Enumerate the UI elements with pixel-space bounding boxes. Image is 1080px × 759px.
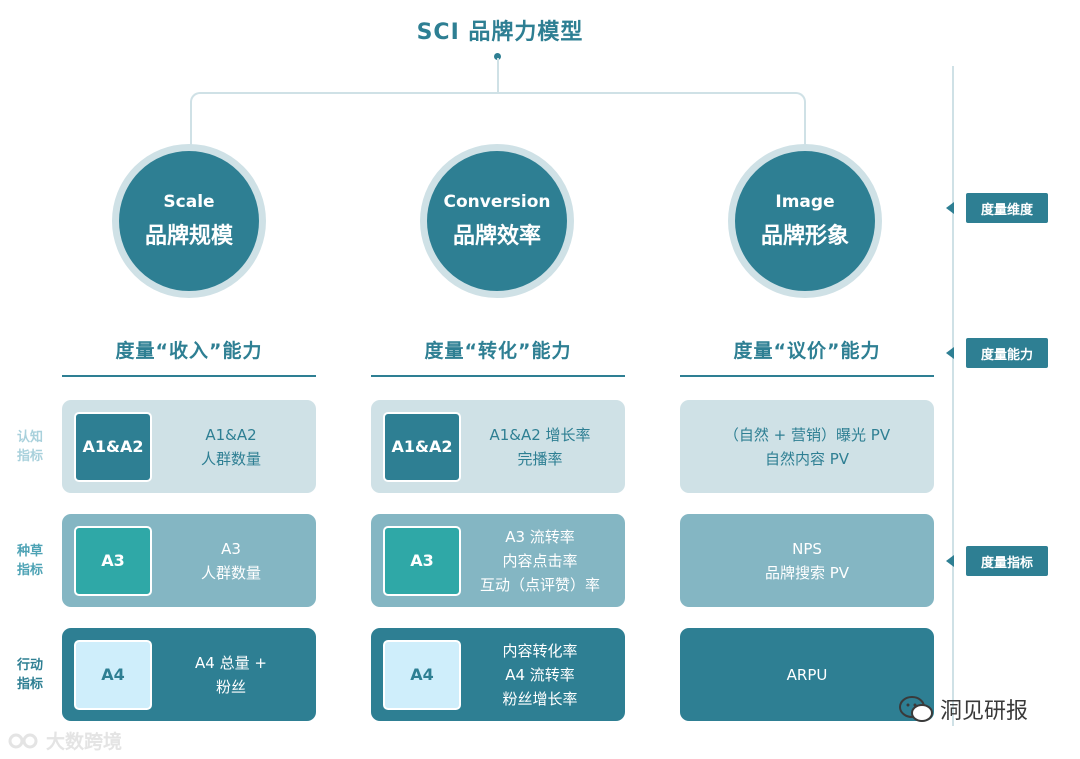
title-connector-dot [494, 53, 501, 60]
card-text: （自然 + 营销）曝光 PV 自然内容 PV [680, 423, 934, 471]
card-line: A4 流转率 [505, 665, 575, 684]
card-text: A3 流转率 内容点击率 互动（点评赞）率 [461, 525, 625, 597]
card-text: NPS 品牌搜索 PV [680, 537, 934, 585]
card-text: A3 人群数量 [152, 537, 316, 585]
card-line: 互动（点评赞）率 [479, 575, 600, 594]
card-line: 人群数量 [200, 563, 261, 582]
pillar-image-circle: Image 品牌形象 [728, 144, 882, 298]
badge-a4: A4 [383, 639, 461, 710]
card-image-awareness: （自然 + 营销）曝光 PV 自然内容 PV [680, 400, 934, 493]
row-label-seeding-line1: 种草 [16, 544, 43, 559]
card-conversion-seeding: A3 A3 流转率 内容点击率 互动（点评赞）率 [371, 514, 625, 607]
card-line: A1&A2 增长率 [489, 425, 591, 444]
badge-a4: A4 [74, 639, 152, 710]
ability-conversion-underline [371, 375, 625, 377]
page-title: SCI 品牌力模型 [416, 20, 584, 45]
card-line: A1&A2 [205, 425, 257, 444]
card-line: NPS [792, 539, 822, 558]
card-scale-seeding: A3 A3 人群数量 [62, 514, 316, 607]
card-line: A4 总量 + [195, 653, 267, 672]
pillar-image-en: Image [775, 192, 835, 212]
pillar-scale-zh: 品牌规模 [144, 224, 233, 249]
card-text: A4 总量 + 粉丝 [152, 651, 316, 699]
axis-pointer-icon [946, 555, 954, 567]
card-text: 内容转化率 A4 流转率 粉丝增长率 [461, 639, 625, 711]
ability-scale-underline [62, 375, 316, 377]
row-label-awareness-line1: 认知 [16, 430, 43, 445]
badge-a3: A3 [383, 525, 461, 596]
axis-pointer-icon [946, 347, 954, 359]
card-line: 品牌搜索 PV [764, 563, 850, 582]
card-scale-awareness: A1&A2 A1&A2 人群数量 [62, 400, 316, 493]
tag-ability: 度量能力 [966, 338, 1048, 368]
card-image-action: ARPU [680, 628, 934, 721]
row-label-seeding: 种草 指标 [8, 542, 52, 580]
badge-a1a2: A1&A2 [383, 411, 461, 482]
axis-pointer-icon [946, 202, 954, 214]
row-label-action-line1: 行动 [16, 658, 43, 673]
watermark-left-text: 大数跨境 [46, 731, 123, 753]
ability-image-underline [680, 375, 934, 377]
badge-a1a2: A1&A2 [74, 411, 152, 482]
pillar-image-zh: 品牌形象 [760, 224, 849, 249]
card-scale-action: A4 A4 总量 + 粉丝 [62, 628, 316, 721]
card-line: A3 流转率 [505, 527, 575, 546]
ability-scale: 度量“收入”能力 [115, 340, 263, 362]
card-line: （自然 + 营销）曝光 PV [723, 425, 891, 444]
pillar-bracket [190, 92, 806, 152]
card-line: 粉丝增长率 [502, 689, 578, 708]
watermark-right: 洞见研报 [898, 693, 1028, 725]
card-line: 粉丝 [215, 677, 246, 696]
card-line: 自然内容 PV [764, 449, 850, 468]
pillar-conversion-zh: 品牌效率 [452, 224, 541, 249]
card-line: 内容点击率 [502, 551, 578, 570]
tag-dimension: 度量维度 [966, 193, 1048, 223]
card-line: ARPU [786, 665, 828, 684]
pillar-conversion-en: Conversion [443, 192, 551, 212]
dimension-axis-line [952, 66, 954, 726]
card-text: A1&A2 增长率 完播率 [461, 423, 625, 471]
wechat-icon [899, 696, 933, 722]
row-label-awareness: 认知 指标 [8, 428, 52, 466]
card-text: ARPU [680, 663, 934, 687]
row-label-action: 行动 指标 [8, 656, 52, 694]
row-label-seeding-line2: 指标 [16, 563, 43, 578]
ability-conversion: 度量“转化”能力 [424, 340, 572, 362]
badge-a3: A3 [74, 525, 152, 596]
card-line: 完播率 [517, 449, 563, 468]
card-conversion-action: A4 内容转化率 A4 流转率 粉丝增长率 [371, 628, 625, 721]
title-connector-stem [497, 58, 499, 93]
row-label-action-line2: 指标 [16, 677, 43, 692]
card-line: 人群数量 [200, 449, 261, 468]
card-image-seeding: NPS 品牌搜索 PV [680, 514, 934, 607]
ability-image: 度量“议价”能力 [733, 340, 881, 362]
watermark-right-text: 洞见研报 [940, 699, 1029, 724]
pillar-scale-circle: Scale 品牌规模 [112, 144, 266, 298]
card-line: 内容转化率 [502, 641, 578, 660]
pillar-conversion-circle: Conversion 品牌效率 [420, 144, 574, 298]
card-conversion-awareness: A1&A2 A1&A2 增长率 完播率 [371, 400, 625, 493]
row-label-awareness-line2: 指标 [16, 449, 43, 464]
watermark-logo-icon [8, 733, 38, 748]
tag-metric: 度量指标 [966, 546, 1048, 576]
card-line: A3 [221, 539, 241, 558]
card-text: A1&A2 人群数量 [152, 423, 316, 471]
watermark-left: 大数跨境 [8, 727, 122, 754]
pillar-scale-en: Scale [163, 192, 215, 212]
